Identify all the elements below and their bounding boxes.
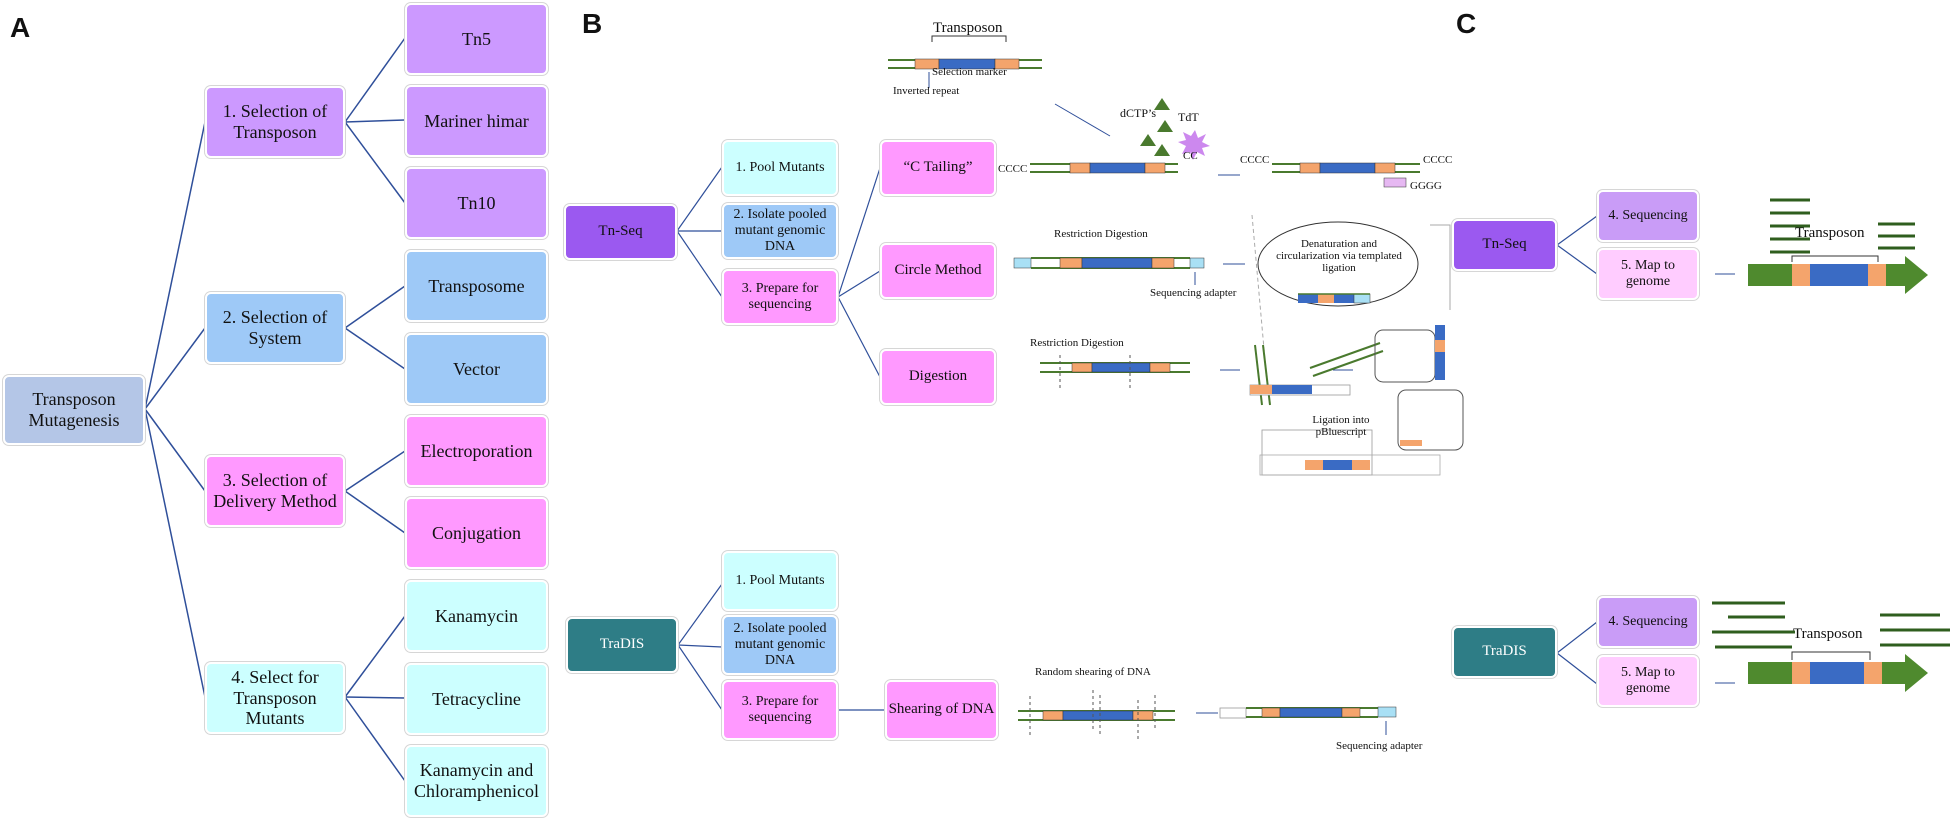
- option-conjugation: Conjugation: [405, 497, 548, 569]
- panel-a-letter: A: [10, 12, 31, 43]
- shearing-dna: [1018, 690, 1397, 740]
- label-tdt: TdT: [1178, 110, 1199, 124]
- tradis-step-map-to-genome: 5. Map to genome: [1597, 655, 1699, 707]
- label-cccc-left: CCCC: [998, 163, 1028, 175]
- option-kanamycin: Kanamycin: [405, 580, 548, 652]
- label-cccc-mid: CCCC: [1240, 154, 1270, 166]
- option-tn5: Tn5: [405, 3, 548, 75]
- option-transposome: Transposome: [405, 250, 548, 322]
- panel-c-connectors: [1556, 215, 1598, 685]
- panel-b-letter: B: [582, 8, 603, 39]
- tradis-label-c: TraDIS: [1452, 626, 1557, 678]
- digestion-dna: [1040, 325, 1464, 476]
- tradis-step-prepare-sequencing: 3. Prepare for sequencing: [722, 680, 838, 740]
- tnseq-label-c: Tn-Seq: [1452, 219, 1557, 271]
- tnseq-step-map-to-genome: 5. Map to genome: [1597, 248, 1699, 300]
- circle-method-dna: [1013, 214, 1451, 361]
- panel-b-connectors: [676, 166, 885, 711]
- option-vector: Vector: [405, 333, 548, 405]
- option-kanamycin-and-chloramphenicol: Kanamycin and Chloramphenicol: [405, 745, 548, 817]
- tnseq-reads: [1715, 198, 1928, 294]
- step-selection-of-transposon: 1. Selection of Transposon: [205, 86, 345, 158]
- option-electroporation: Electroporation: [405, 415, 548, 487]
- label-gggg: GGGG: [1410, 180, 1442, 192]
- method-digestion: Digestion: [880, 349, 996, 405]
- label-transposon-top: Transposon: [933, 20, 1003, 36]
- step-select-for-transposon-mutants: 4. Select for Transposon Mutants: [205, 662, 345, 734]
- tnseq-step-isolate-dna: 2. Isolate pooled mutant genomic DNA: [722, 203, 838, 259]
- label-selection-marker: Selection marker: [932, 66, 1007, 78]
- label-transposon-c-tnseq: Transposon: [1795, 225, 1865, 241]
- option-tn10: Tn10: [405, 167, 548, 239]
- tnseq-step-pool-mutants: 1. Pool Mutants: [722, 140, 838, 196]
- tradis-step-isolate-dna: 2. Isolate pooled mutant genomic DNA: [722, 615, 838, 675]
- label-random-shearing: Random shearing of DNA: [1035, 666, 1151, 678]
- label-restriction-digestion-digest: Restriction Digestion: [1030, 337, 1124, 349]
- c-tailing-dna: [1030, 98, 1420, 188]
- panel-c-letter: C: [1456, 8, 1477, 39]
- method-c-tailing: “C Tailing”: [880, 140, 996, 196]
- label-restriction-digestion-circle: Restriction Digestion: [1054, 228, 1148, 240]
- label-dctps: dCTP’s: [1120, 106, 1157, 120]
- option-mariner-himar: Mariner himar: [405, 85, 548, 157]
- step-selection-of-delivery-method: 3. Selection of Delivery Method: [205, 455, 345, 527]
- option-tetracycline: Tetracycline: [405, 663, 548, 735]
- tnseq-step-prepare-sequencing: 3. Prepare for sequencing: [722, 269, 838, 325]
- method-circle: Circle Method: [880, 243, 996, 299]
- tradis-label-b: TraDIS: [566, 617, 678, 673]
- tnseq-label-b: Tn-Seq: [564, 204, 677, 260]
- label-ligation: Ligation into pBluescript: [1312, 414, 1370, 438]
- tradis-step-pool-mutants: 1. Pool Mutants: [722, 551, 838, 611]
- tradis-step-sequencing: 4. Sequencing: [1597, 596, 1699, 648]
- tnseq-step-sequencing: 4. Sequencing: [1597, 190, 1699, 242]
- step-selection-of-system: 2. Selection of System: [205, 292, 345, 364]
- label-transposon-c-tradis: Transposon: [1793, 626, 1863, 642]
- label-cc: CC: [1183, 150, 1198, 162]
- method-shearing-of-dna: Shearing of DNA: [885, 680, 998, 740]
- label-inverted-repeat: Inverted repeat: [893, 85, 960, 97]
- label-cccc-right: CCCC: [1423, 154, 1453, 166]
- tradis-reads: [1712, 601, 1950, 692]
- transposon-schematic: [888, 35, 1111, 137]
- label-sequencing-adapter-tradis: Sequencing adapter: [1336, 740, 1423, 752]
- label-denaturation: Denaturation and circularization via tem…: [1276, 238, 1402, 274]
- panel-a-connectors: [144, 37, 406, 782]
- root-transposon-mutagenesis: Transposon Mutagenesis: [3, 375, 145, 445]
- label-sequencing-adapter-circle: Sequencing adapter: [1150, 287, 1237, 299]
